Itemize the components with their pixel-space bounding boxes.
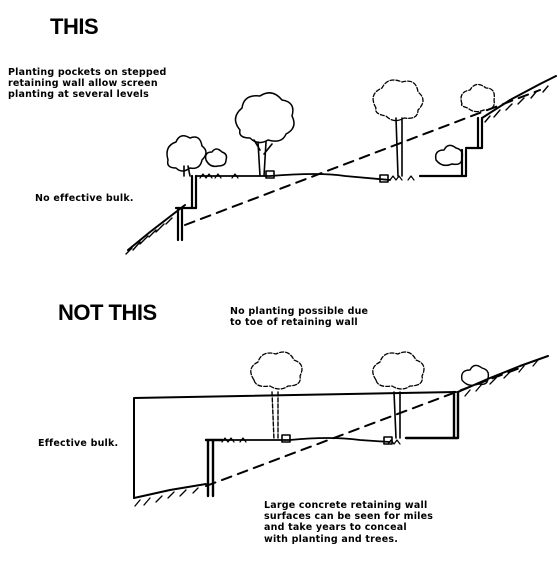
not-this-upper-hatch bbox=[464, 359, 539, 397]
this-shrub-left bbox=[166, 135, 207, 172]
this-upper-hatch bbox=[484, 85, 549, 123]
this-kerb-left bbox=[265, 170, 275, 179]
this-tree-centre bbox=[234, 92, 295, 144]
not-this-section-drawing bbox=[133, 351, 549, 507]
not-this-tree-right-trunk bbox=[393, 391, 401, 439]
this-ground-tufts bbox=[199, 173, 415, 181]
this-upper-wall bbox=[190, 174, 198, 210]
not-this-ground-tufts bbox=[221, 437, 401, 445]
not-this-original-slope-dashed bbox=[205, 367, 521, 487]
this-shrub-right bbox=[434, 144, 464, 167]
not-this-tree-left-trunk bbox=[271, 391, 279, 441]
this-tree-right-trunk bbox=[395, 117, 403, 177]
this-shrub-left-stem bbox=[183, 165, 191, 177]
not-this-bulk-outline bbox=[133, 391, 457, 499]
not-this-kerb-left bbox=[281, 434, 291, 443]
this-original-slope-dashed bbox=[184, 89, 541, 226]
this-tree-right bbox=[372, 79, 424, 122]
this-caption-planting: Planting pockets on stepped retaining wa… bbox=[8, 67, 167, 101]
this-ground-profile bbox=[195, 173, 391, 181]
not-this-caption-no-planting: No planting possible due to toe of retai… bbox=[230, 306, 369, 329]
this-upper-hillside bbox=[481, 75, 557, 119]
this-section-drawing bbox=[125, 75, 557, 255]
not-this-caption-concrete: Large concrete retaining wall surfaces c… bbox=[264, 500, 434, 545]
this-hillside-hatch bbox=[125, 217, 173, 255]
not-this-lower-slope bbox=[133, 483, 207, 499]
not-this-heading: NOT THIS bbox=[58, 300, 157, 325]
not-this-tree-right bbox=[372, 351, 425, 390]
not-this-ground-profile bbox=[221, 437, 391, 443]
not-this-lower-hatch bbox=[134, 487, 199, 507]
this-heading: THIS bbox=[50, 14, 99, 39]
not-this-tree-left bbox=[250, 351, 303, 390]
this-tree-centre-trunk bbox=[253, 139, 273, 177]
not-this-tall-wall bbox=[204, 438, 224, 498]
not-this-top-shrub bbox=[460, 364, 490, 387]
not-this-right-wall bbox=[404, 390, 460, 440]
this-shrub-small bbox=[204, 148, 228, 168]
this-top-shrub bbox=[460, 83, 495, 113]
this-hillside-slope bbox=[127, 204, 186, 251]
this-kerb-right bbox=[379, 174, 389, 183]
not-this-caption-bulk: Effective bulk. bbox=[38, 438, 119, 449]
this-caption-bulk: No effective bulk. bbox=[35, 193, 134, 204]
not-this-upper-hillside bbox=[457, 355, 549, 393]
this-top-wall bbox=[464, 116, 484, 150]
not-this-kerb-right bbox=[383, 436, 393, 445]
